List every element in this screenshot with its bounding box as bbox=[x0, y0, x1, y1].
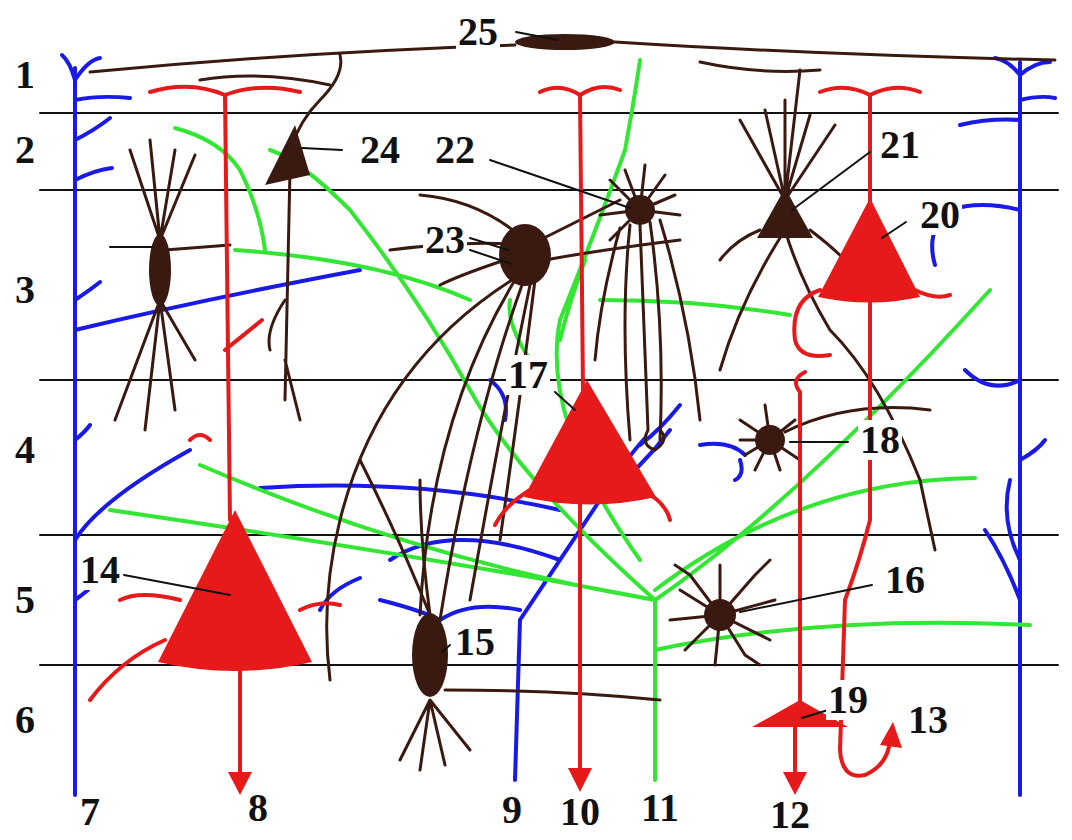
callout-number: 12 bbox=[768, 795, 812, 835]
stellate-cell bbox=[740, 405, 930, 470]
callout-number: 8 bbox=[246, 788, 270, 828]
callout-number: 16 bbox=[883, 560, 927, 600]
layer-number: 2 bbox=[13, 130, 37, 170]
stellate-cell bbox=[755, 425, 785, 455]
callout-number: 24 bbox=[358, 130, 402, 170]
stellate-cell bbox=[595, 165, 700, 450]
blue-fibre bbox=[932, 58, 1055, 795]
callout-number: 15 bbox=[453, 622, 497, 662]
layer-number: 5 bbox=[13, 580, 37, 620]
callout-number: 21 bbox=[878, 125, 922, 165]
pyramidal-cell bbox=[90, 87, 340, 778]
horizontal-cell bbox=[515, 34, 615, 50]
callout-number: 7 bbox=[78, 792, 102, 832]
pyramidal-cell bbox=[524, 380, 656, 792]
layer-number: 4 bbox=[13, 430, 37, 470]
pyramidal-cell bbox=[818, 198, 920, 748]
callout-number: 13 bbox=[906, 700, 950, 740]
callout-number: 22 bbox=[433, 130, 477, 170]
callout-number: 23 bbox=[423, 220, 467, 260]
callout-number: 10 bbox=[558, 792, 602, 832]
leader-line bbox=[110, 32, 906, 718]
callout-number: 9 bbox=[500, 790, 524, 830]
fusiform-cell bbox=[412, 613, 448, 697]
callout-number: 14 bbox=[78, 550, 122, 590]
callout-number: 17 bbox=[506, 355, 550, 395]
callout-number: 11 bbox=[639, 788, 681, 828]
callout-number: 20 bbox=[918, 195, 962, 235]
stellate-cell bbox=[625, 195, 655, 225]
layer-number: 6 bbox=[13, 700, 37, 740]
pyramidal-cell bbox=[158, 510, 312, 795]
stellate-cell bbox=[704, 599, 736, 631]
callout-number: 25 bbox=[456, 12, 500, 52]
basket-cell bbox=[499, 224, 551, 286]
layer-number: 1 bbox=[13, 55, 37, 95]
spiny-cell bbox=[757, 188, 813, 238]
stellate-cell bbox=[670, 560, 775, 665]
spiny-cell bbox=[720, 70, 935, 550]
layer-number: 3 bbox=[13, 270, 37, 310]
bipolar-cell bbox=[149, 234, 171, 306]
bipolar-cell bbox=[115, 140, 230, 430]
small-pyramidal-cell bbox=[269, 55, 341, 420]
callout-number: 19 bbox=[826, 680, 870, 720]
callout-number: 18 bbox=[858, 420, 902, 460]
blue-fibre bbox=[62, 55, 360, 795]
small-pyramidal-cell bbox=[265, 125, 310, 185]
